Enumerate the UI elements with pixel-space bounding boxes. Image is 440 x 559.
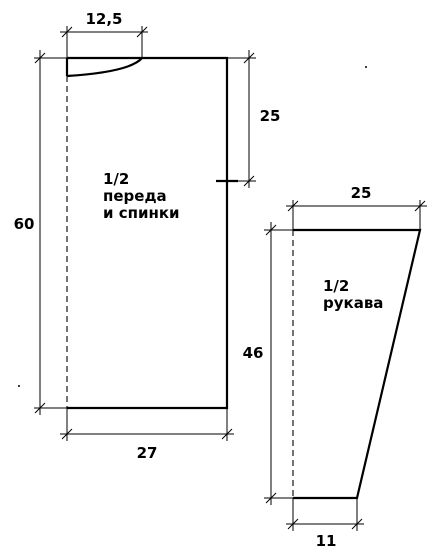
- sleeve-dim-bottom-tick-left: [287, 518, 299, 530]
- sleeve-dim-bottom-tick-right: [351, 518, 363, 530]
- body-piece: 12,5 60 25 27 1/2 переда и спинки: [14, 10, 281, 462]
- sleeve-label-line2: рукава: [323, 294, 383, 312]
- body-outline: [67, 56, 229, 410]
- sleeve-piece: 25 46 11 1/2 рукава: [243, 184, 427, 550]
- body-dim-neck-tick-right: [136, 26, 148, 38]
- sleeve-dim-top-tick-left: [287, 200, 299, 212]
- body-dim-neck-tick-left: [61, 26, 73, 38]
- sleeve-outline: [293, 228, 422, 500]
- body-dim-width-tick-right: [221, 428, 233, 440]
- stray-dot: [18, 385, 20, 387]
- sleeve-dim-height-text: 46: [243, 344, 264, 362]
- sleeve-label-line1: 1/2: [323, 277, 349, 295]
- body-dim-neck-text: 12,5: [85, 10, 122, 28]
- body-dim-height-text: 60: [14, 215, 35, 233]
- body-dim-armhole-tick-bottom: [243, 175, 255, 187]
- body-dim-width-text: 27: [137, 444, 158, 462]
- body-label-line3: и спинки: [103, 204, 180, 222]
- body-dim-armhole-text: 25: [260, 107, 281, 125]
- body-label-line2: переда: [103, 187, 167, 205]
- sleeve-dim-height-tick-top: [265, 224, 277, 236]
- stray-dot: [365, 66, 367, 68]
- body-dim-armhole-tick-top: [243, 52, 255, 64]
- body-label-line1: 1/2: [103, 170, 129, 188]
- sleeve-dim-top-text: 25: [351, 184, 372, 202]
- sleeve-dim-bottom-text: 11: [316, 532, 337, 550]
- body-dim-height-tick-bottom: [34, 402, 46, 414]
- sleeve-dim-height-tick-bottom: [265, 492, 277, 504]
- body-neckline: [66, 57, 143, 78]
- sleeve-dim-top-tick-right: [414, 200, 426, 212]
- body-dim-width-tick-left: [61, 428, 73, 440]
